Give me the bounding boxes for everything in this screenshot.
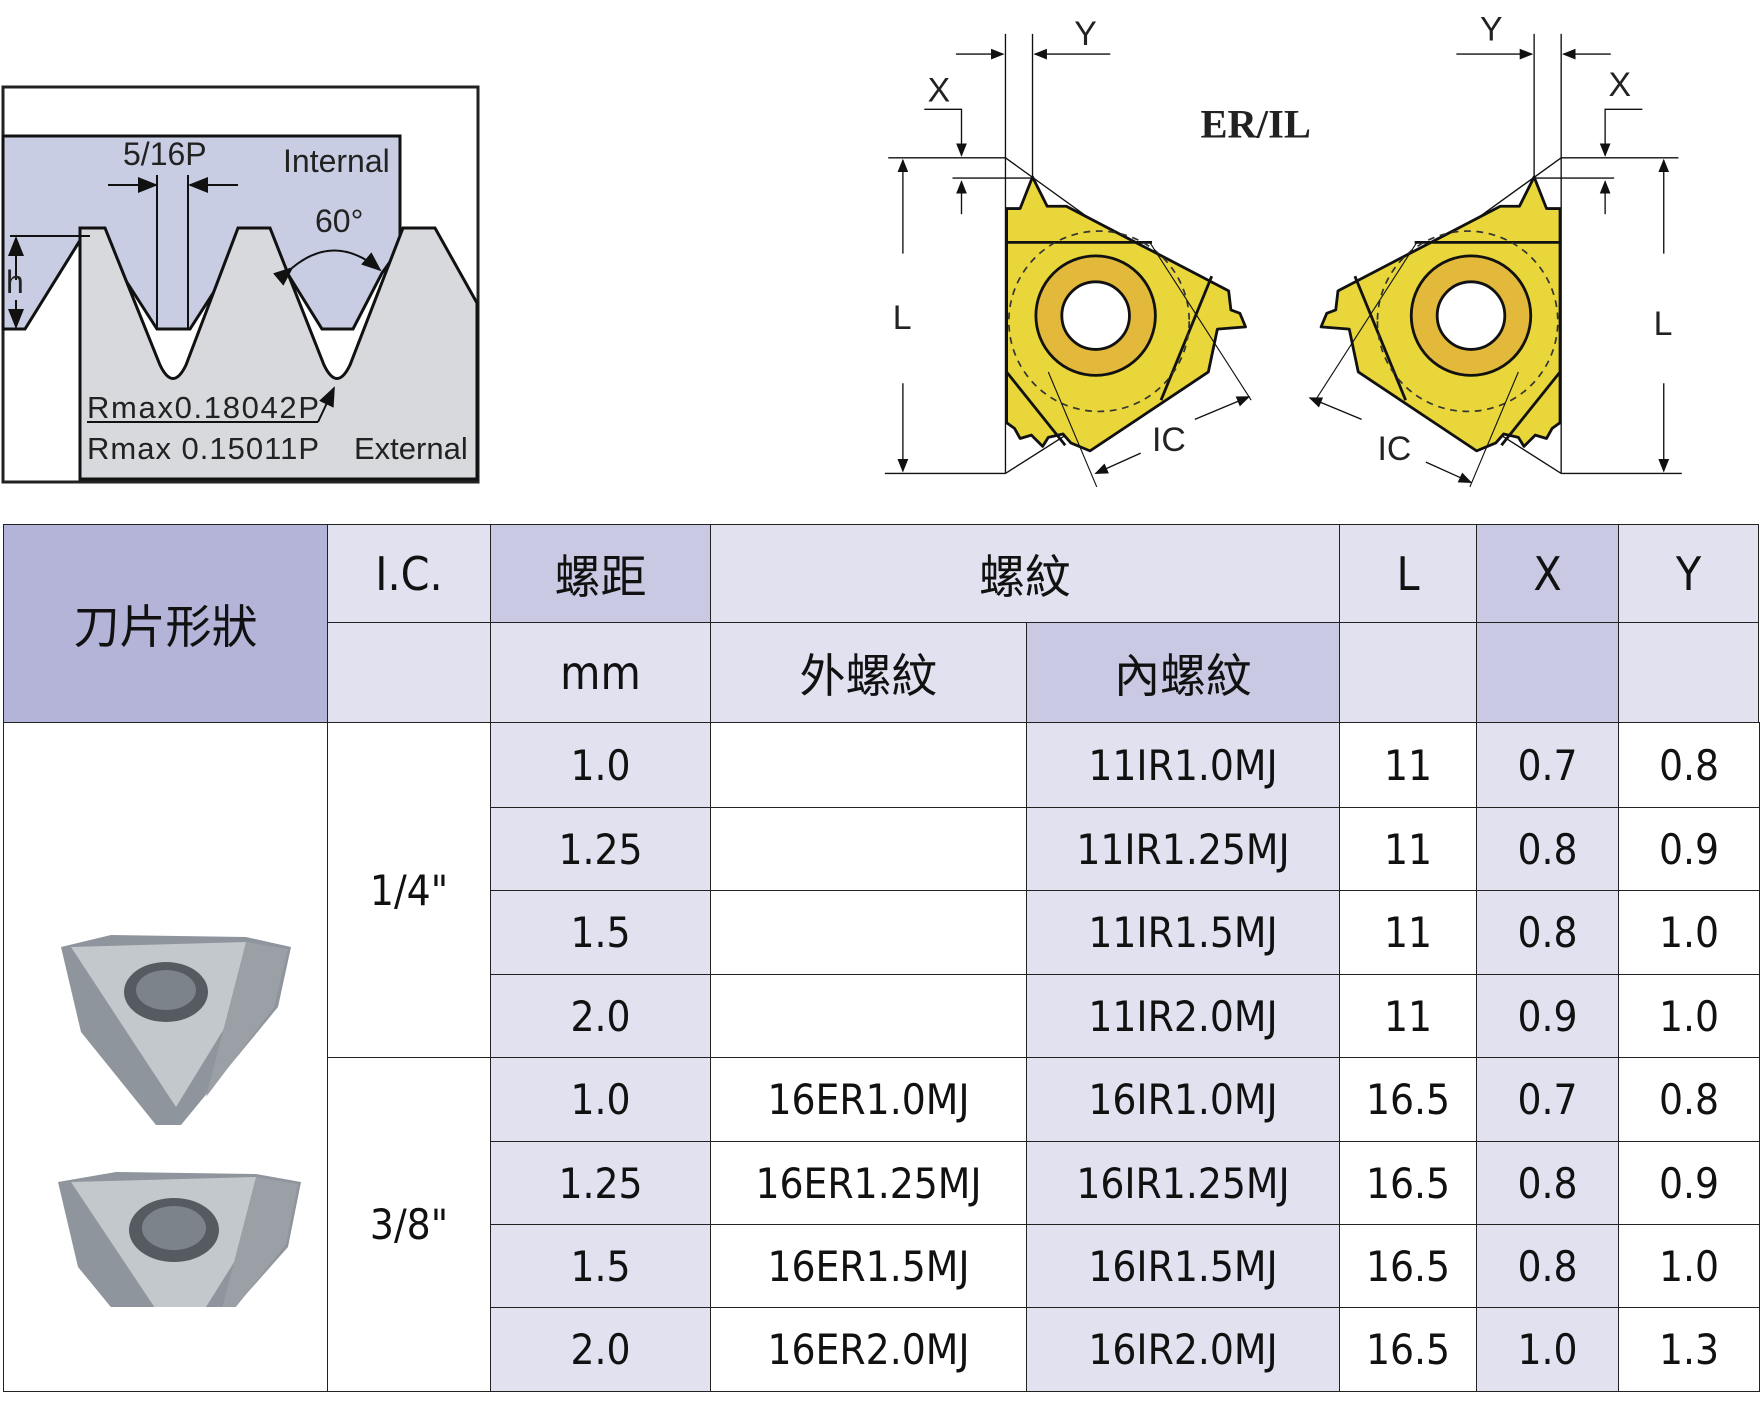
header-ic: I.C. [327,524,491,623]
ic-size-cell: 3/8" [327,1057,491,1392]
cell-y: 1.3 [1618,1307,1760,1392]
cell-x: 0.7 [1476,1057,1619,1142]
header-pitch-unit: mm [490,622,711,723]
cell-pitch: 1.0 [490,722,711,808]
right-x-label: X [1609,66,1632,104]
cell-pitch: 2.0 [490,1307,711,1392]
cell-x: 0.8 [1476,807,1619,891]
cell-pitch: 1.25 [490,807,711,891]
cell-internal: 16IR1.25MJ [1026,1141,1340,1225]
cell-x: 0.9 [1476,974,1619,1058]
cell-external: 16ER2.0MJ [710,1307,1027,1392]
cell-l: 16.5 [1339,1141,1477,1225]
cell-internal: 11IR1.25MJ [1026,807,1340,891]
cell-y: 0.9 [1618,1141,1760,1225]
right-y-label: Y [1480,11,1503,49]
right-ic-label: IC [1377,430,1411,468]
cell-x: 1.0 [1476,1307,1619,1392]
external-thread-region [78,226,479,481]
header-external: 外螺紋 [710,622,1027,723]
crest-width-label: 5/16P [123,136,207,172]
right-l-label: L [1654,305,1673,343]
left-l-label: L [893,299,912,337]
cell-pitch: 1.0 [490,1057,711,1142]
diagrams: 5/16P Internal 60° h Rmax0.18042P Rmax 0… [1,11,1764,520]
cell-x: 0.8 [1476,1224,1619,1308]
cell-internal: 16IR2.0MJ [1026,1307,1340,1392]
left-x-label: X [928,71,951,109]
insert-photo-cell [3,722,328,1392]
thread-profile-diagram: 5/16P Internal 60° h Rmax0.18042P Rmax 0… [1,85,480,484]
cell-l: 11 [1339,890,1477,975]
height-label: h [6,264,24,300]
cell-l: 16.5 [1339,1057,1477,1142]
cell-l: 16.5 [1339,1307,1477,1392]
external-label: External [354,431,468,466]
left-y-label: Y [1074,15,1097,53]
cell-y: 1.0 [1618,974,1760,1058]
header-thread: 螺紋 [710,524,1340,623]
header-y-blank [1618,622,1759,723]
cell-l: 11 [1339,722,1477,808]
insert-photo-large [57,1172,301,1307]
cell-internal: 11IR2.0MJ [1026,974,1340,1058]
cell-pitch: 1.25 [490,1141,711,1225]
insert-left [884,33,1252,488]
cell-external: 16ER1.5MJ [710,1224,1027,1308]
cell-pitch: 1.5 [490,1224,711,1308]
cell-external [710,807,1027,891]
insert-dimension-diagram: ER/IL Y X L IC Y X L IC [884,11,1682,488]
cell-internal: 11IR1.5MJ [1026,890,1340,975]
cell-internal: 16IR1.0MJ [1026,1057,1340,1142]
header-x-blank [1476,622,1619,723]
cell-pitch: 2.0 [490,974,711,1058]
cell-external [710,974,1027,1058]
internal-label: Internal [283,143,390,179]
cell-y: 1.0 [1618,890,1760,975]
cell-y: 0.9 [1618,807,1760,891]
insert-photo-small [60,935,291,1125]
cell-l: 11 [1339,974,1477,1058]
header-pitch: 螺距 [490,524,711,623]
insert-photos [57,935,301,1307]
cell-l: 16.5 [1339,1224,1477,1308]
ic-size-cell: 1/4" [327,722,491,1058]
cell-y: 0.8 [1618,722,1760,808]
header-y: Y [1618,524,1759,623]
header-l: L [1339,524,1477,623]
cell-l: 11 [1339,807,1477,891]
title-er-il: ER/IL [1200,102,1310,147]
cell-y: 1.0 [1618,1224,1760,1308]
left-ic-label: IC [1152,421,1186,459]
cell-x: 0.7 [1476,722,1619,808]
cell-y: 0.8 [1618,1057,1760,1142]
header-x: X [1476,524,1619,623]
cell-x: 0.8 [1476,890,1619,975]
cell-internal: 11IR1.0MJ [1026,722,1340,808]
rmax-external-label: Rmax 0.15011P [87,431,319,466]
cell-x: 0.8 [1476,1141,1619,1225]
header-internal: 內螺紋 [1026,622,1340,723]
header-l-blank [1339,622,1477,723]
cell-external: 16ER1.25MJ [710,1141,1027,1225]
angle-label: 60° [315,203,363,239]
cell-external [710,890,1027,975]
header-ic-blank [327,622,491,723]
cell-internal: 16IR1.5MJ [1026,1224,1340,1308]
rmax-internal-label: Rmax0.18042P [87,390,319,425]
cell-pitch: 1.5 [490,890,711,975]
header-shape: 刀片形狀 [3,524,328,723]
cell-external: 16ER1.0MJ [710,1057,1027,1142]
cell-external [710,722,1027,808]
